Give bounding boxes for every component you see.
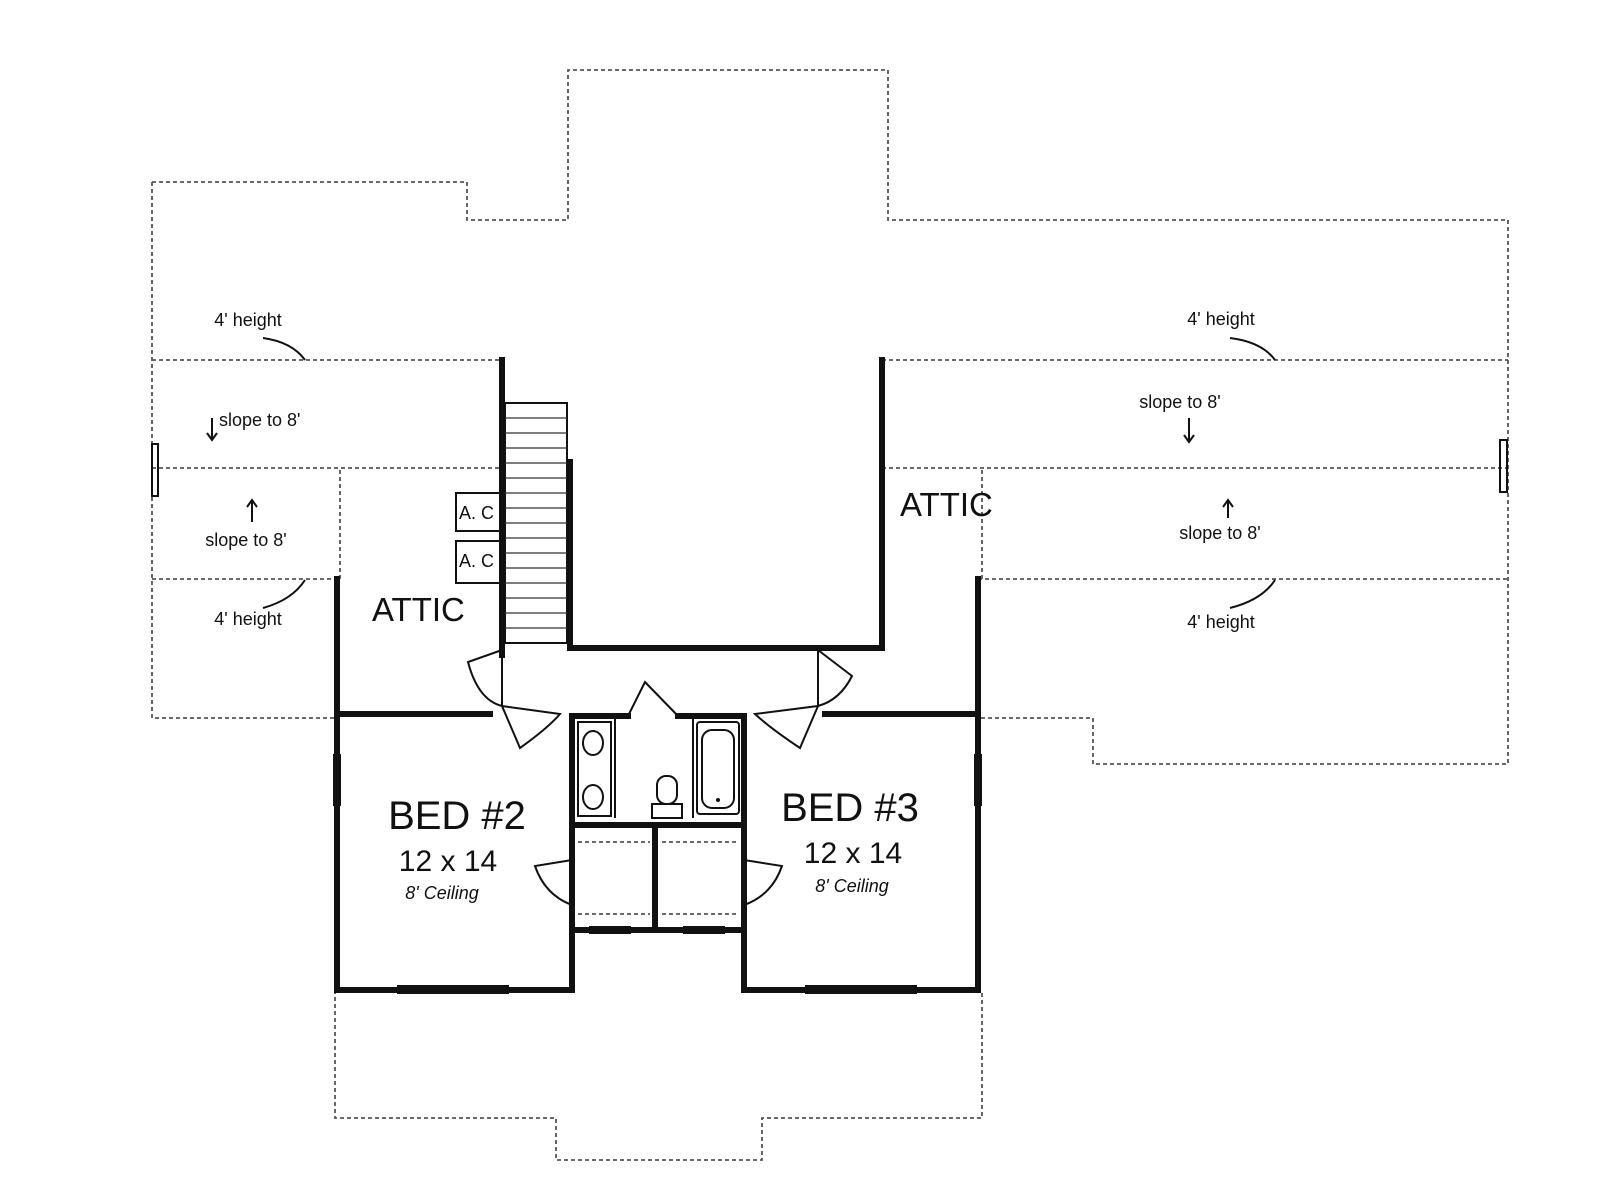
arrow-slope-lower-right xyxy=(1222,498,1234,518)
bed2-size: 12 x 14 xyxy=(399,845,497,878)
stairs xyxy=(504,402,568,644)
window-bed3-right xyxy=(974,754,982,806)
slope-label-lower-right: slope to 8' xyxy=(1179,523,1261,543)
window-bed2-bottom xyxy=(397,985,509,994)
height-label-bottom-left: 4' height xyxy=(214,609,282,629)
gable-vent-left xyxy=(151,443,159,497)
bed3-size: 12 x 14 xyxy=(804,837,902,870)
bed3-name: BED #3 xyxy=(781,786,919,830)
roof-outline-main xyxy=(152,69,1509,765)
ac-unit-1 xyxy=(455,492,501,532)
arrow-slope-upper-right xyxy=(1183,418,1195,444)
arrow-height-top-left xyxy=(262,337,306,361)
arrow-height-top-right xyxy=(1229,337,1276,361)
ac-unit-2 xyxy=(455,540,501,584)
gable-vent-right xyxy=(1499,439,1508,493)
height-label-top-left: 4' height xyxy=(214,310,282,330)
bath-fixtures xyxy=(577,721,740,819)
arrow-height-bottom-left xyxy=(262,579,306,609)
door-bath xyxy=(627,680,679,717)
bed2-ceiling: 8' Ceiling xyxy=(405,883,478,903)
attic-label-left: ATTIC xyxy=(372,591,465,628)
attic-label-right: ATTIC xyxy=(900,486,993,523)
window-bed3-bottom xyxy=(805,985,917,994)
slope-label-upper-right: slope to 8' xyxy=(1139,392,1221,412)
arrow-slope-lower-left xyxy=(246,498,258,522)
height-label-top-right: 4' height xyxy=(1187,309,1255,329)
arrow-slope-upper-left xyxy=(206,418,218,442)
wall-stair-right xyxy=(567,357,885,651)
door-closet-bed2 xyxy=(533,858,573,907)
window-closet-right xyxy=(683,926,725,934)
roof-outline-porch xyxy=(334,990,983,1161)
bed3-ceiling: 8' Ceiling xyxy=(815,876,888,896)
slope-label-upper-left: slope to 8' xyxy=(219,410,301,430)
ac-label-2: A. C xyxy=(459,551,494,571)
door-closet-bed3 xyxy=(743,858,784,907)
height-label-bottom-right: 4' height xyxy=(1187,612,1255,632)
bed2-name: BED #2 xyxy=(388,794,526,838)
closet-shelves xyxy=(578,841,738,915)
slope-label-lower-left: slope to 8' xyxy=(205,530,287,550)
window-bed2-left xyxy=(333,754,341,806)
roof-outline-left xyxy=(151,182,337,719)
window-closet-left xyxy=(589,926,631,934)
door-attic-right xyxy=(752,647,854,750)
door-attic-left xyxy=(466,648,562,750)
arrow-height-bottom-right xyxy=(1229,579,1276,609)
ac-label-1: A. C xyxy=(459,503,494,523)
